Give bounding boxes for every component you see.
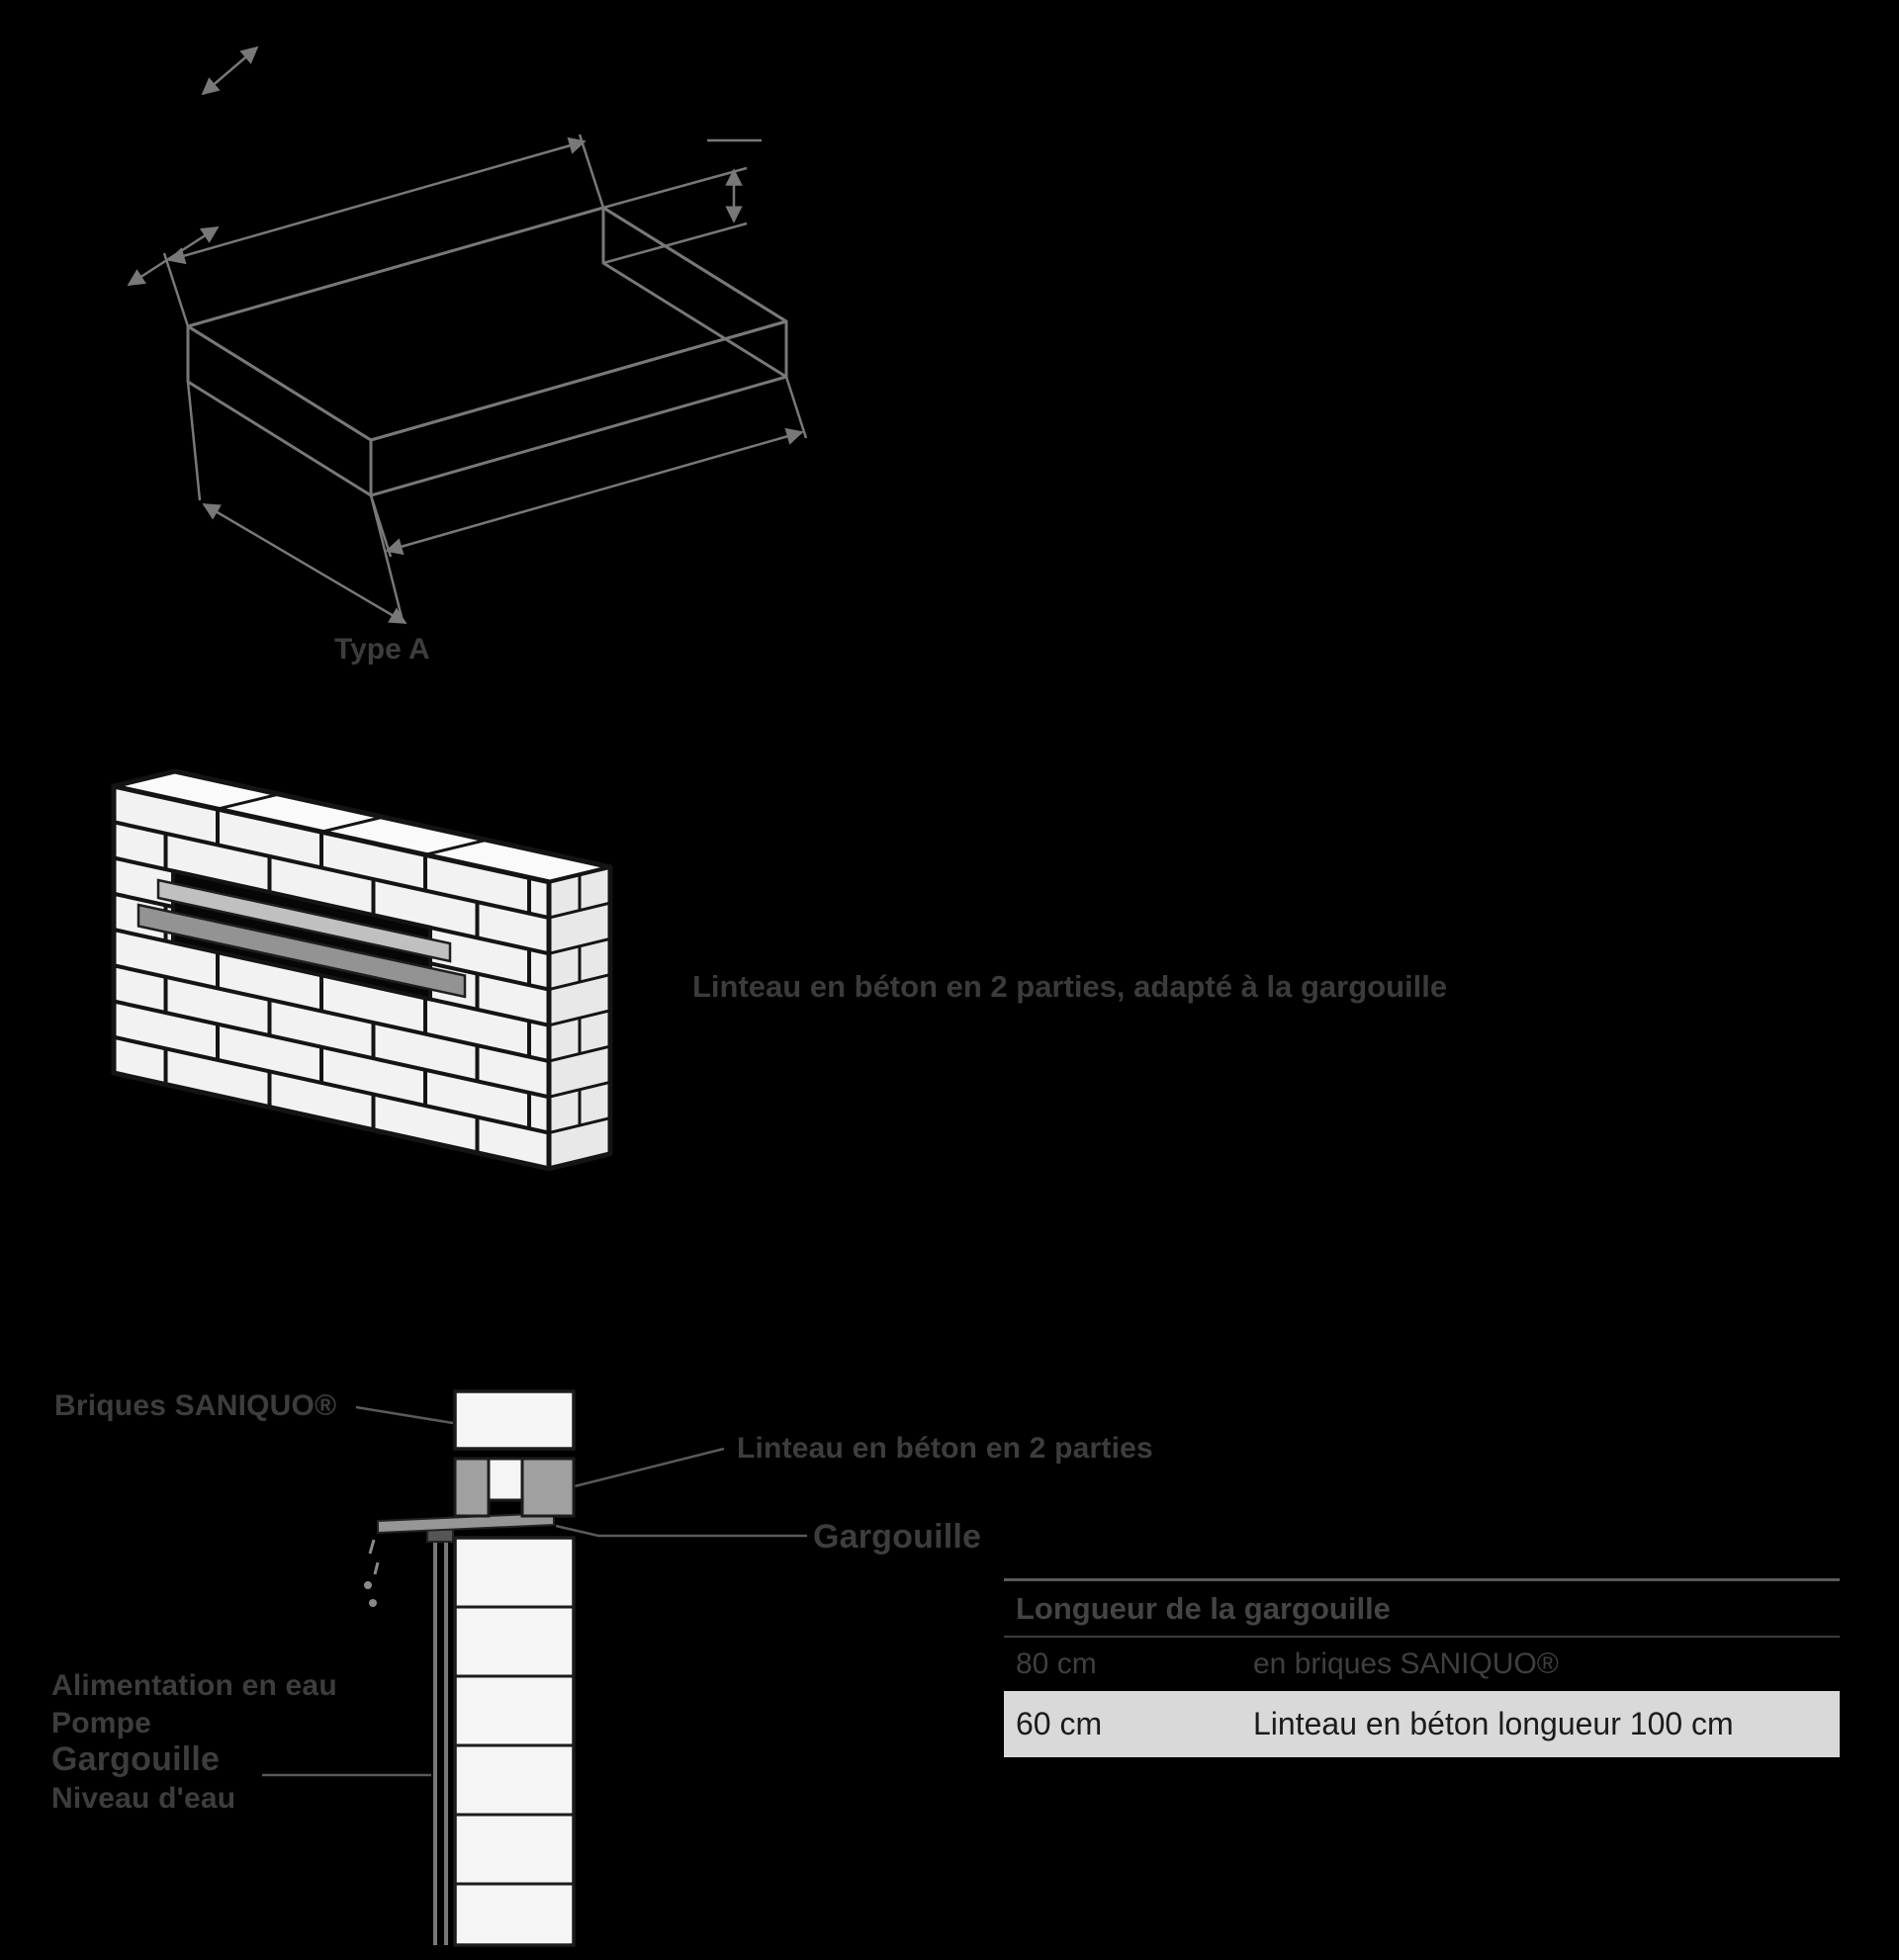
- lintel-plate-back: [156, 878, 452, 963]
- brick-wall-drawing: [111, 768, 613, 1172]
- table-row-highlighted: 60 cm Linteau en béton longueur 100 cm: [1004, 1691, 1840, 1757]
- gargouille-left-label: Gargouille: [51, 1740, 221, 1778]
- pump-label: Pompe: [51, 1707, 152, 1739]
- section-lintel-left: [453, 1457, 491, 1518]
- table-row: 80 cm en briques SANIQUO®: [1004, 1638, 1840, 1691]
- figure-a-label: Type A: [334, 633, 430, 666]
- lintel-label: Linteau en béton en 2 parties: [737, 1432, 1153, 1465]
- table-cell-support: en briques SANIQUO®: [1253, 1648, 1559, 1680]
- table-cell-length: 80 cm: [1016, 1648, 1097, 1680]
- table-title: Longueur de la gargouille: [1004, 1581, 1840, 1638]
- section-top-brick: [453, 1389, 576, 1451]
- table-cell-length: 60 cm: [1016, 1706, 1103, 1741]
- table-cell-support: Linteau en béton longueur 100 cm: [1253, 1706, 1734, 1741]
- water-supply-label: Alimentation en eau: [51, 1669, 337, 1702]
- gargouille-length-table: Longueur de la gargouille 80 cm en briqu…: [1004, 1578, 1840, 1757]
- gargouille-right-label: Gargouille: [813, 1518, 982, 1556]
- section-lintel-right: [520, 1457, 576, 1518]
- lintel-isometric-drawing: [127, 45, 808, 625]
- water-level-label: Niveau d'eau: [51, 1782, 236, 1815]
- wall-caption: Linteau en béton en 2 parties, adapté à …: [692, 969, 1448, 1004]
- gargouille-blade: [377, 1511, 555, 1535]
- wall-section-drawing: [262, 1389, 807, 1947]
- lintel-plate-front: [136, 903, 467, 999]
- bricks-label: Briques SANIQUO®: [54, 1389, 337, 1422]
